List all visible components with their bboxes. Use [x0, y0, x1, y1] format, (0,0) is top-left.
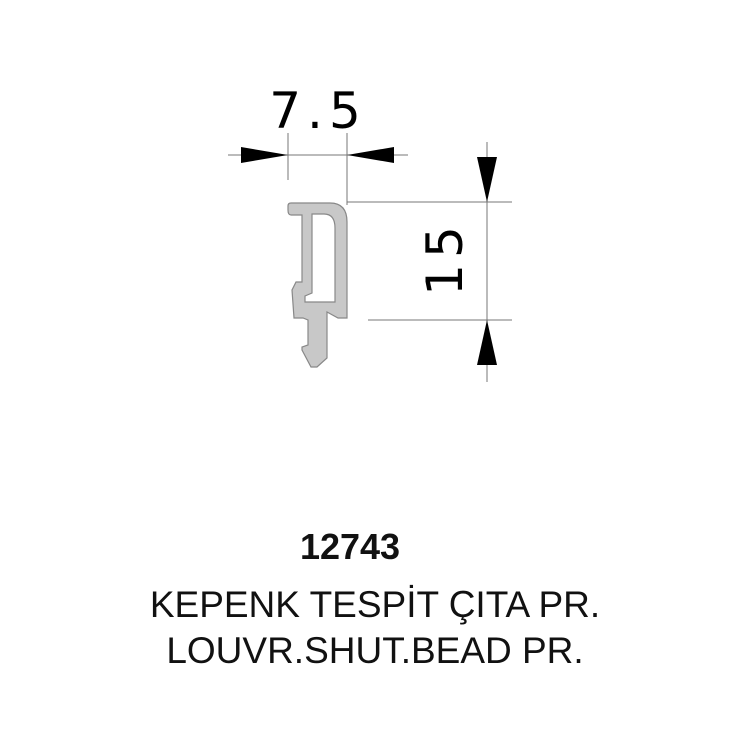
width-dimension-label: 7.5: [269, 82, 367, 140]
product-name-turkish: KEPENK TESPİT ÇITA PR.: [149, 584, 601, 625]
height-dimension-label: 15: [416, 220, 474, 296]
product-code: 12743: [299, 526, 401, 567]
arrow-left-icon: [347, 147, 394, 163]
arrow-down-icon: [477, 157, 497, 202]
dimension-arrows: [241, 147, 497, 365]
arrow-right-icon: [241, 147, 288, 163]
profile-section: [287, 202, 348, 368]
arrow-up-icon: [477, 320, 497, 365]
product-name-english: LOUVR.SHUT.BEAD PR.: [166, 630, 584, 671]
